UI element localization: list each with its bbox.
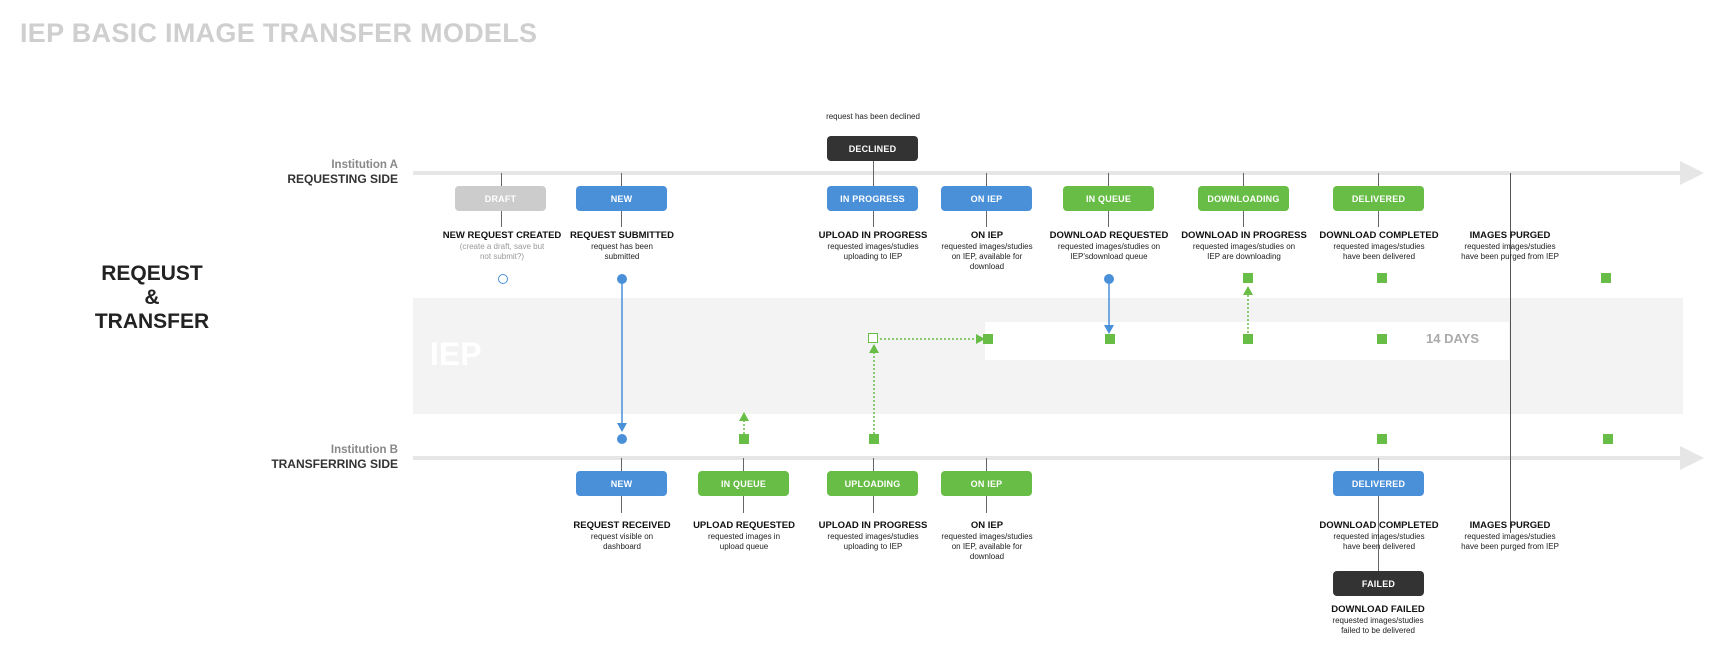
status-new-b: NEW (576, 471, 667, 496)
requesting-timeline-arrowhead (1680, 161, 1704, 185)
desc-uploading-heading: UPLOAD IN PROGRESS (818, 520, 928, 531)
section-label-line-1: REQEUST (101, 262, 203, 285)
desc-in-queue-b-sub: requested images in upload queue (707, 532, 781, 551)
desc-delivered-a-heading: DOWNLOAD COMPLETED (1319, 230, 1439, 241)
status-in-progress: IN PROGRESS (827, 186, 918, 211)
transferring-side-label: Institution B TRANSFERRING SIDE (18, 443, 398, 471)
desc-purged-a: IMAGES PURGED requested images/studies h… (1450, 230, 1570, 262)
transferring-side-name: TRANSFERRING SIDE (271, 457, 398, 471)
status-uploading: UPLOADING (827, 471, 918, 496)
desc-uploading: UPLOAD IN PROGRESS requested images/stud… (813, 520, 933, 552)
desc-in-queue-b-heading: UPLOAD REQUESTED (693, 520, 795, 531)
desc-new-b: REQUEST RECEIVED request visible on dash… (562, 520, 682, 552)
arrow-downloading-head (1243, 286, 1253, 295)
desc-new-a: REQUEST SUBMITTED request has been submi… (562, 230, 682, 262)
institution-a-label: Institution A (331, 159, 398, 171)
desc-delivered-b-heading: DOWNLOAD COMPLETED (1319, 520, 1439, 531)
desc-purged-a-heading: IMAGES PURGED (1469, 230, 1551, 241)
purge-marker-line (1510, 173, 1511, 533)
desc-draft-heading: NEW REQUEST CREATED (442, 230, 562, 241)
desc-on-iep-b-sub: requested images/studies on IEP, availab… (941, 532, 1033, 561)
desc-on-iep-a: ON IEP requested images/studies on IEP, … (927, 230, 1047, 272)
marker-downloading-iep (1243, 334, 1253, 344)
desc-new-b-sub: request visible on dashboard (590, 532, 654, 551)
desc-in-queue-a-sub: requested images/studies on IEP'sdownloa… (1057, 242, 1161, 261)
status-delivered-b: DELIVERED (1333, 471, 1424, 496)
desc-in-progress: UPLOAD IN PROGRESS requested images/stud… (813, 230, 933, 262)
transferring-timeline-arrowhead (1680, 446, 1704, 470)
desc-in-queue-a-heading: DOWNLOAD REQUESTED (1049, 230, 1169, 241)
marker-on-iep (983, 334, 993, 344)
desc-in-progress-heading: UPLOAD IN PROGRESS (818, 230, 928, 241)
marker-end-a (1601, 273, 1611, 283)
diagram-title: IEP BASIC IMAGE TRANSFER MODELS (20, 18, 538, 48)
desc-purged-b: IMAGES PURGED requested images/studies h… (1450, 520, 1570, 552)
marker-end-b (1603, 434, 1613, 444)
requesting-side-label: Institution A REQUESTING SIDE (18, 158, 398, 186)
status-declined: DECLINED (827, 136, 918, 161)
desc-on-iep-b-heading: ON IEP (970, 520, 1004, 531)
marker-request-received (617, 434, 627, 444)
institution-b-label: Institution B (330, 444, 398, 456)
status-failed: FAILED (1333, 571, 1424, 596)
iep-band-label: IEP (430, 336, 482, 372)
desc-downloading-heading: DOWNLOAD IN PROGRESS (1181, 230, 1307, 241)
status-on-iep-a: ON IEP (941, 186, 1032, 211)
section-label-line-2: & (144, 286, 160, 309)
desc-draft: NEW REQUEST CREATED (create a draft, sav… (442, 230, 562, 262)
desc-purged-b-sub: requested images/studies have been purge… (1461, 532, 1559, 551)
status-downloading: DOWNLOADING (1198, 186, 1289, 211)
marker-download-completed-b (1377, 434, 1387, 444)
requesting-side-name: REQUESTING SIDE (287, 172, 398, 186)
marker-uploading (869, 434, 879, 444)
marker-download-in-progress (1243, 273, 1253, 283)
marker-request-submitted (617, 274, 627, 284)
marker-in-queue-iep (1105, 334, 1115, 344)
desc-new-a-sub: request has been submitted (591, 242, 653, 261)
desc-delivered-a: DOWNLOAD COMPLETED requested images/stud… (1314, 230, 1444, 262)
desc-purged-a-sub: requested images/studies have been purge… (1461, 242, 1559, 261)
marker-upload-requested (739, 434, 749, 444)
status-in-queue-a: IN QUEUE (1063, 186, 1154, 211)
status-new-a: NEW (576, 186, 667, 211)
desc-purged-b-heading: IMAGES PURGED (1469, 520, 1551, 531)
status-draft: DRAFT (455, 186, 546, 211)
marker-delivered-iep (1377, 334, 1387, 344)
marker-upload-start (868, 333, 878, 343)
status-on-iep-b: ON IEP (941, 471, 1032, 496)
desc-new-a-heading: REQUEST SUBMITTED (570, 230, 674, 241)
desc-downloading-sub: requested images/studies on IEP are down… (1192, 242, 1296, 261)
section-label: REQEUST & TRANSFER (92, 262, 212, 334)
desc-uploading-sub: requested images/studies uploading to IE… (827, 532, 919, 551)
declined-note: request has been declined (826, 112, 920, 121)
marker-draft (498, 274, 508, 284)
desc-delivered-a-sub: requested images/studies have been deliv… (1333, 242, 1425, 261)
desc-delivered-b-sub: requested images/studies have been deliv… (1333, 532, 1425, 551)
desc-failed-heading: DOWNLOAD FAILED (1331, 604, 1425, 615)
desc-downloading: DOWNLOAD IN PROGRESS requested images/st… (1179, 230, 1309, 262)
desc-in-progress-sub: requested images/studies uploading to IE… (827, 242, 919, 261)
status-in-queue-b: IN QUEUE (698, 471, 789, 496)
marker-download-completed-a (1377, 273, 1387, 283)
desc-delivered-b: DOWNLOAD COMPLETED requested images/stud… (1314, 520, 1444, 552)
transferring-timeline (413, 456, 1683, 460)
arrow-request-to-institution-b-head (617, 423, 627, 432)
marker-download-requested (1104, 274, 1114, 284)
desc-in-queue-b: UPLOAD REQUESTED requested images in upl… (684, 520, 804, 552)
desc-on-iep-a-heading: ON IEP (970, 230, 1004, 241)
desc-on-iep-b: ON IEP requested images/studies on IEP, … (927, 520, 1047, 562)
desc-in-queue-a: DOWNLOAD REQUESTED requested images/stud… (1044, 230, 1174, 262)
requesting-timeline (413, 171, 1683, 175)
tick-delivered-b (1378, 458, 1379, 572)
desc-draft-sub: (create a draft, save but not submit?) (459, 242, 545, 261)
desc-new-b-heading: REQUEST RECEIVED (573, 520, 671, 531)
desc-on-iep-a-sub: requested images/studies on IEP, availab… (941, 242, 1033, 271)
retention-days-label: 14 DAYS (1426, 331, 1479, 346)
status-delivered-a: DELIVERED (1333, 186, 1424, 211)
section-label-line-3: TRANSFER (94, 310, 210, 333)
desc-failed: DOWNLOAD FAILED requested images/studies… (1318, 604, 1438, 636)
desc-failed-sub: requested images/studies failed to be de… (1332, 616, 1424, 635)
